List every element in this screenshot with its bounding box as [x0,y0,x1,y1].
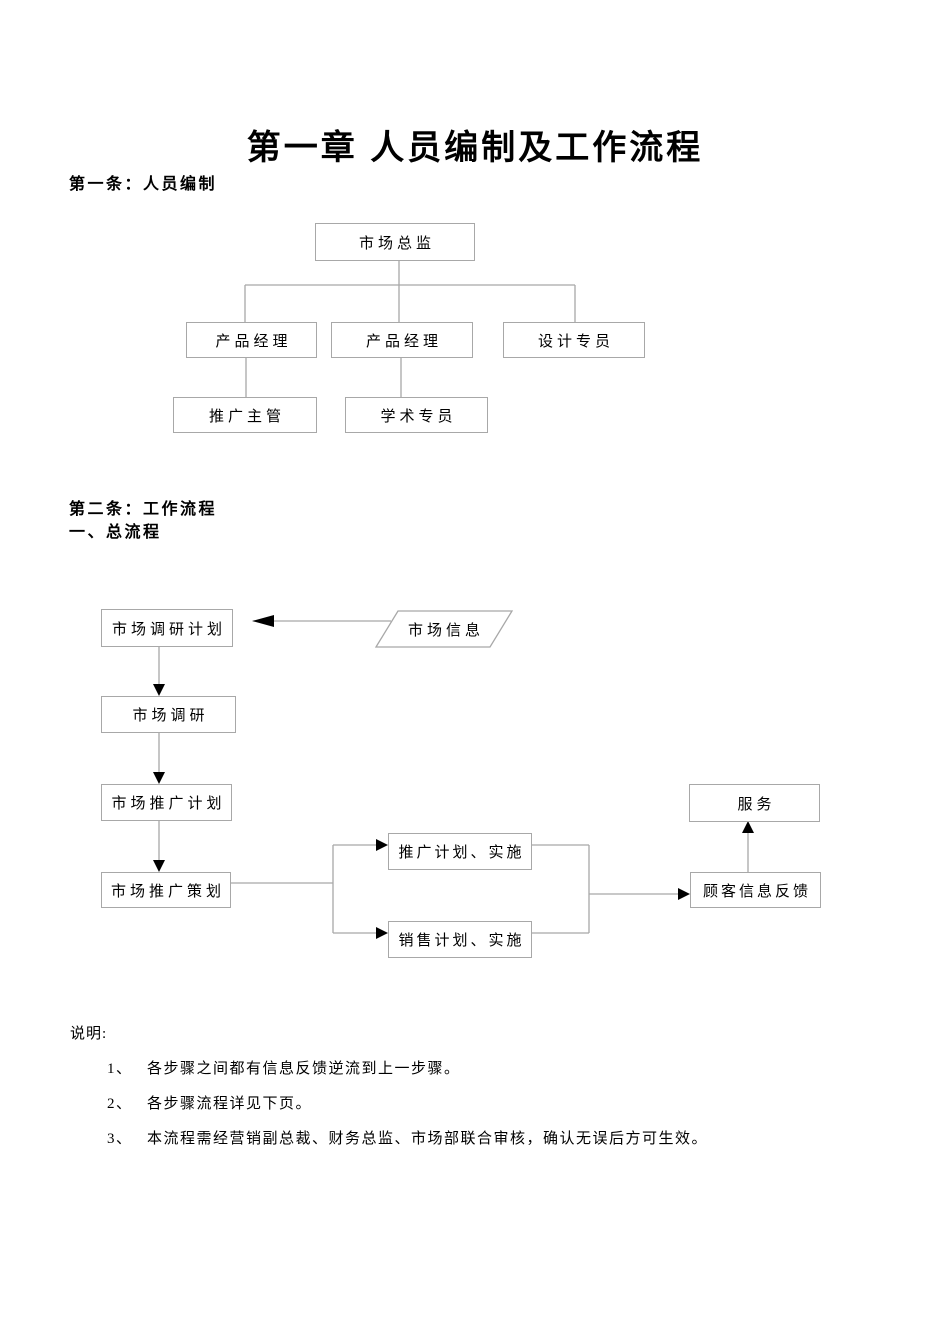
flow-node-promotion-plan-impl: 推广计划、实施 [388,833,532,870]
flow-node-market-promotion-plan: 市场推广计划 [101,784,232,821]
flow-node-market-info-label: 市场信息 [407,622,484,639]
arrowhead-down-icon-2 [153,772,165,784]
note-number: 2、 [107,1096,133,1112]
note-text: 各步骤之间都有信息反馈逆流到上一步骤。 [147,1061,461,1077]
arrowhead-left-icon [252,615,274,627]
flow-node-sales-plan-impl: 销售计划、实施 [388,921,532,958]
flow-node-market-research-plan: 市场调研计划 [101,609,233,647]
flow-node-market-promotion-strategy: 市场推广策划 [101,872,231,908]
section2-sub-heading: 一、总流程 [69,524,162,541]
org-node-design-specialist: 设计专员 [503,322,645,358]
org-node-product-manager-2: 产品经理 [331,322,473,358]
arrowhead-down-icon-1 [153,684,165,696]
flowchart-connectors [153,610,754,939]
flow-node-customer-feedback: 顾客信息反馈 [690,872,821,908]
note-text: 各步骤流程详见下页。 [147,1096,313,1112]
notes-section: 说明: 1、 各步骤之间都有信息反馈逆流到上一步骤。 2、 各步骤流程详见下页。… [70,1026,890,1148]
section1-heading: 第一条：人员编制 [69,176,218,193]
arrowhead-right-icon-2 [376,927,388,939]
page-title: 第一章 人员编制及工作流程 [246,129,704,167]
note-number: 3、 [107,1131,133,1147]
note-number: 1、 [107,1061,133,1077]
arrowhead-down-icon-3 [153,860,165,872]
note-item-3: 3、 本流程需经营销副总裁、财务总监、市场部联合审核，确认无误后方可生效。 [107,1131,890,1148]
arrowhead-right-icon-1 [376,839,388,851]
notes-label: 说明: [70,1026,108,1042]
org-node-product-manager-1: 产品经理 [186,322,317,358]
note-text: 本流程需经营销副总裁、财务总监、市场部联合审核，确认无误后方可生效。 [147,1131,709,1147]
section2-heading: 第二条：工作流程 [69,501,218,518]
arrowhead-right-icon-3 [678,888,690,900]
org-node-academic-specialist: 学术专员 [345,397,488,433]
org-node-promotion-supervisor: 推广主管 [173,397,317,433]
flow-node-service: 服务 [689,784,820,822]
org-node-marketing-director: 市场总监 [315,223,475,261]
note-item-1: 1、 各步骤之间都有信息反馈逆流到上一步骤。 [107,1061,890,1078]
note-item-2: 2、 各步骤流程详见下页。 [107,1096,890,1113]
arrowhead-up-icon [742,821,754,833]
flow-node-market-research: 市场调研 [101,696,236,733]
